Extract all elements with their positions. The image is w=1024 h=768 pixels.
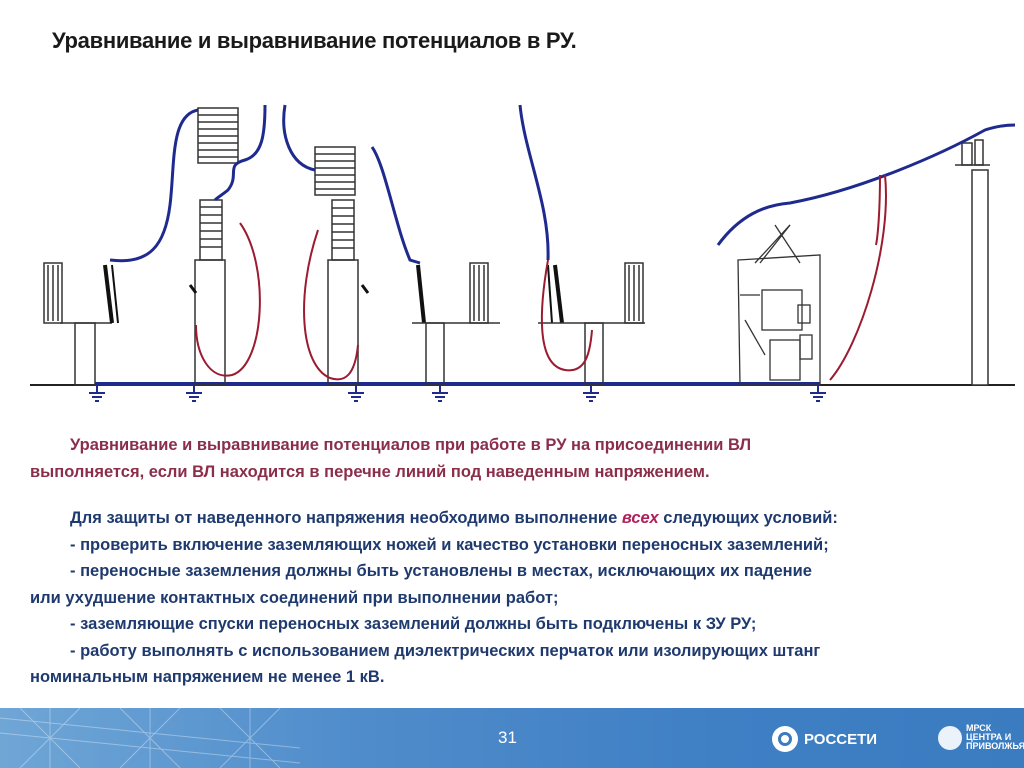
intro-line-2: выполняется, если ВЛ находится в перечне… [30, 463, 710, 481]
slide-title: Уравнивание и выравнивание потенциалов в… [52, 28, 577, 53]
ground-symbol [432, 384, 448, 402]
disconnector-right [538, 262, 645, 386]
conditions-lead: Для защиты от наведенного напряжения нео… [70, 509, 622, 527]
condition-item-3: - заземляющие спуски переносных заземлен… [70, 615, 757, 633]
condition-item-4: - работу выполнять с использованием диэл… [70, 641, 821, 660]
substation-diagram [30, 104, 1016, 402]
conditions-paragraph: Для защиты от наведенного напряжения нео… [30, 505, 1005, 691]
tower-background-graphic [0, 708, 300, 768]
intro-line-1: Уравнивание и выравнивание потенциалов п… [70, 436, 752, 454]
busbar-conductors [109, 104, 1016, 265]
ground-symbol [348, 384, 364, 402]
ground-symbol [583, 384, 599, 402]
ground-symbol [186, 384, 202, 402]
line-equipment [737, 224, 821, 386]
mrsk-logo-text: МРСК ЦЕНТРА И ПРИВОЛЖЬЯ [966, 723, 1024, 751]
condition-item-2-cont: или ухудшение контактных соединений при … [30, 588, 559, 607]
breaker-pole-1 [188, 107, 239, 386]
disconnector-middle [412, 262, 500, 386]
conditions-lead-end: следующих условий: [658, 509, 838, 527]
page-number: 31 [498, 728, 517, 747]
rosseti-logo-text: РОССЕТИ [804, 730, 878, 748]
condition-item-2: - переносные заземления должны быть уста… [70, 562, 812, 580]
line-tower [955, 139, 990, 386]
mrsk-logo: МРСК ЦЕНТРА И ПРИВОЛЖЬЯ [938, 723, 1024, 751]
mrsk-emblem-icon [938, 725, 962, 750]
condition-item-1: - проверить включение заземляющих ножей … [70, 535, 829, 554]
disconnector-left [43, 262, 119, 386]
ground-symbol [810, 384, 826, 402]
breaker-pole-2 [314, 146, 370, 386]
rosseti-emblem-icon [772, 726, 798, 752]
conditions-accent: всех [621, 509, 659, 527]
condition-item-4-cont: номинальным напряжением не менее 1 кВ. [30, 668, 385, 686]
intro-paragraph: Уравнивание и выравнивание потенциалов п… [30, 432, 990, 486]
portable-ground-leads [195, 174, 887, 381]
ground-symbol [89, 384, 105, 402]
rosseti-logo: РОССЕТИ [772, 726, 877, 752]
footer-bar: 31 РОССЕТИ МРСК ЦЕНТРА И ПРИВОЛЖЬЯ [0, 708, 1024, 768]
